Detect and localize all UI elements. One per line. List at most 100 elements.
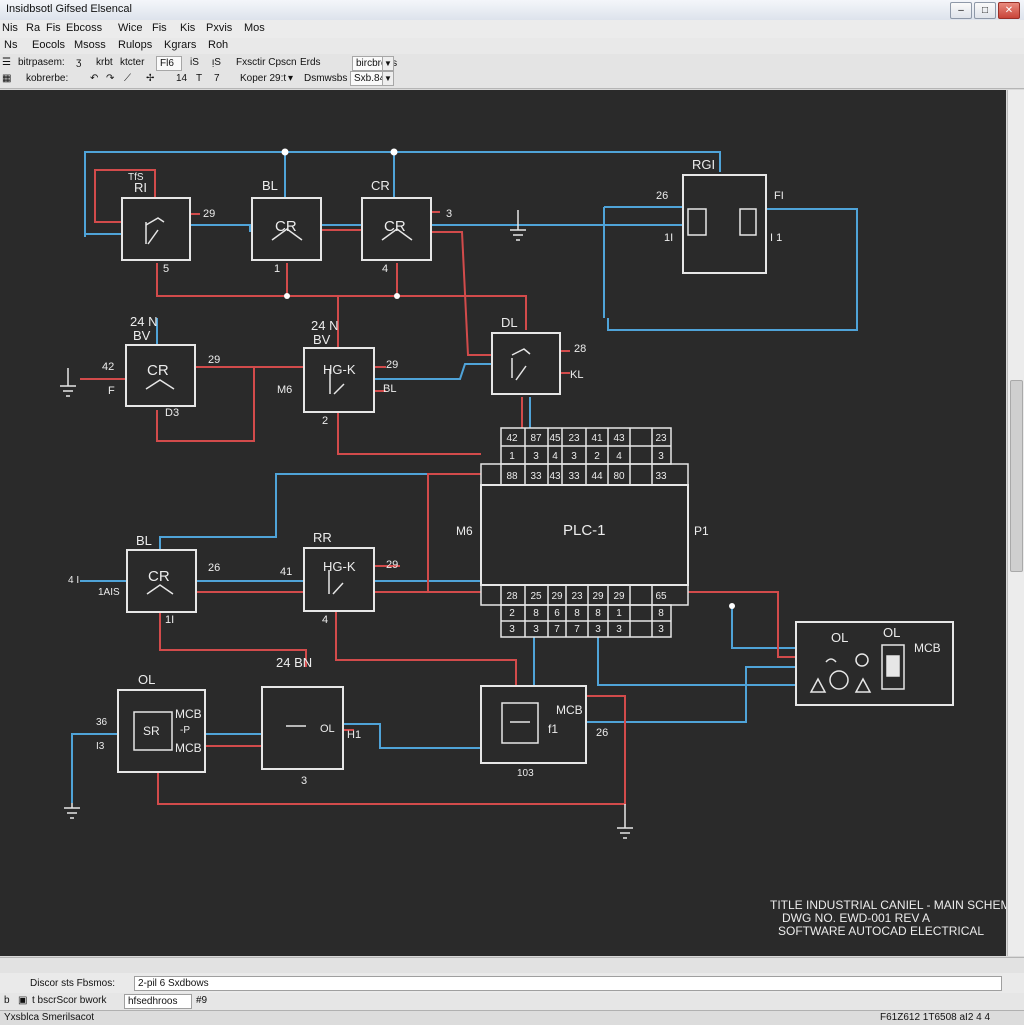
label: BL	[262, 178, 278, 193]
contactor-hgk-1[interactable]	[303, 347, 375, 413]
ribbon-tab[interactable]: Msoss	[74, 39, 106, 51]
grid-icon[interactable]: ▦	[2, 73, 12, 84]
svg-text:42: 42	[506, 433, 518, 444]
label: OL	[883, 625, 900, 640]
label: I 1	[770, 232, 782, 244]
contactor-hgk-2[interactable]	[303, 547, 375, 612]
label: CR	[371, 178, 390, 193]
tool-button[interactable]: ʒ	[76, 57, 82, 68]
svg-text:29: 29	[613, 591, 625, 602]
menu-item[interactable]: Ebcoss	[66, 22, 103, 34]
tool-button[interactable]: Fxsctir Cpscn	[236, 57, 297, 68]
scrollbar-thumb[interactable]	[1010, 380, 1023, 572]
chevron-down-icon[interactable]: ▼	[382, 71, 394, 86]
label: 36	[96, 717, 108, 728]
undo-icon[interactable]: ↶	[90, 73, 99, 84]
chevron-down-icon[interactable]: ▾	[288, 73, 294, 84]
menu-item[interactable]: Wice	[118, 22, 143, 34]
terminal-block-rgi[interactable]	[682, 174, 767, 274]
toolbar: ☰ bitrpasem: ▦ kobrerbe: ʒ krbt ktcter F…	[0, 54, 1024, 89]
menu-bar: Nis Ra Fis Ebcoss Wice Fis Kis Pxvis Mos	[0, 20, 1024, 39]
tool-button[interactable]: iS	[190, 57, 199, 68]
command-history: Discor sts Fbsmos:	[30, 978, 116, 989]
label: H1	[347, 729, 361, 741]
svg-text:8: 8	[658, 608, 664, 619]
maximize-button[interactable]: □	[974, 2, 996, 19]
tool-button[interactable]: Erds	[300, 57, 321, 68]
label: DL	[501, 315, 518, 330]
tool-button[interactable]: Koper 29:t	[240, 73, 287, 84]
tool-button[interactable]: T	[196, 73, 203, 84]
menu-item[interactable]: Kis	[180, 22, 196, 34]
menu-item[interactable]: Ra	[26, 22, 41, 34]
ribbon-tab[interactable]: Roh	[208, 39, 229, 51]
label: CR	[148, 568, 170, 585]
breaker-mcb[interactable]	[480, 685, 587, 764]
tool-field[interactable]: Fl6	[156, 56, 182, 71]
menu-item[interactable]: Mos	[244, 22, 265, 34]
svg-text:3: 3	[658, 451, 664, 462]
svg-text:43: 43	[613, 433, 625, 444]
ribbon-tab[interactable]: Rulops	[118, 39, 153, 51]
label: RR	[313, 530, 332, 545]
junction-dots	[281, 148, 735, 609]
label: 29	[386, 359, 398, 371]
software-line: SOFTWARE AUTOCAD ELECTRICAL	[778, 924, 984, 938]
svg-text:65: 65	[655, 591, 667, 602]
tool-button[interactable]: 14	[176, 73, 188, 84]
drawing-canvas[interactable]: TfS RI 29 5 BL CR 1 CR CR 3 4 RGI 26 1I …	[0, 90, 1024, 956]
label: 26	[656, 190, 668, 202]
plc-module[interactable]	[480, 484, 689, 586]
blue-wires	[71, 151, 858, 803]
layers-icon[interactable]: ☰	[2, 57, 11, 68]
relay-cr-3[interactable]	[125, 344, 196, 407]
label: 5	[163, 263, 169, 275]
label: MCB	[175, 741, 202, 755]
breaker-ol[interactable]	[117, 689, 206, 773]
ribbon-tab[interactable]: Eocols	[32, 39, 66, 51]
close-button[interactable]: ✕	[998, 2, 1020, 19]
svg-text:33: 33	[568, 471, 580, 482]
label: 42	[102, 361, 114, 373]
ground-icon	[510, 210, 526, 241]
vertical-scrollbar[interactable]	[1007, 90, 1024, 956]
tool-button[interactable]: Dsmwsbs	[304, 73, 348, 84]
tool-button[interactable]: 7	[214, 73, 220, 84]
tool-button[interactable]: krbt	[96, 57, 113, 68]
breaker-ol-2[interactable]	[261, 686, 344, 770]
command-row-2: b ▣ t bscrScor bwork hfsedhroos #9	[0, 993, 1024, 1010]
chevron-down-icon[interactable]: ▼	[382, 56, 394, 71]
minimize-button[interactable]: –	[950, 2, 972, 19]
tool-button[interactable]: ktcter	[120, 57, 145, 68]
menu-item[interactable]: Pxvis	[206, 22, 233, 34]
device-dl[interactable]	[491, 332, 561, 395]
relay-cr-4[interactable]	[126, 549, 197, 613]
menu-item[interactable]: Fis	[46, 22, 61, 34]
svg-text:3: 3	[509, 624, 515, 635]
label: f1	[548, 722, 558, 736]
label: SR	[143, 724, 160, 738]
command-field[interactable]: hfsedhroos	[124, 994, 192, 1009]
line-icon[interactable]: ⟋	[124, 73, 131, 84]
label: OL	[320, 723, 335, 735]
move-icon[interactable]: ✢	[146, 73, 155, 84]
menu-item[interactable]: Fis	[152, 22, 167, 34]
command-input[interactable]: 2-pil 6 Sxdbows	[134, 976, 1002, 991]
label: P1	[694, 524, 709, 538]
svg-text:33: 33	[530, 471, 542, 482]
label: CR	[384, 218, 406, 235]
status-left: Yxsblca Smerilsacot	[4, 1012, 95, 1023]
svg-text:4: 4	[552, 451, 558, 462]
label: 41	[280, 566, 292, 578]
menu-item[interactable]: Nis	[2, 22, 18, 34]
ribbon-tab[interactable]: Kgrars	[164, 39, 197, 51]
label: BL	[136, 533, 152, 548]
svg-text:88: 88	[506, 471, 518, 482]
relay-ri[interactable]	[121, 197, 191, 261]
redo-icon[interactable]: ↷	[106, 73, 115, 84]
ribbon-tab[interactable]: Ns	[4, 39, 18, 51]
tool-button[interactable]: ᴉS	[212, 57, 221, 68]
label: CR	[147, 362, 169, 379]
schematic-labels: TfS RI 29 5 BL CR 1 CR CR 3 4 RGI 26 1I …	[68, 157, 941, 787]
panel-ol-mcb[interactable]	[795, 621, 954, 706]
